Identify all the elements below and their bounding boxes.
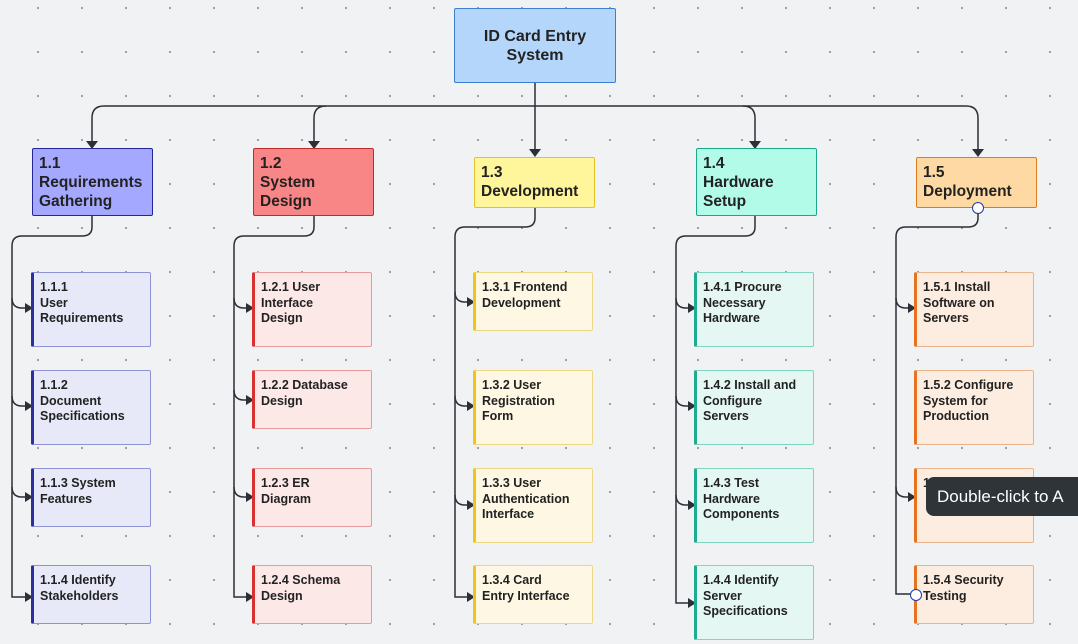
node-identify-server-specifications[interactable]: 1.4.4 Identify Server Specifications bbox=[694, 565, 814, 640]
node-frontend-development[interactable]: 1.3.1 Frontend Development bbox=[473, 272, 593, 331]
node-system-design[interactable]: 1.2 System Design bbox=[253, 148, 374, 216]
connection-handle-top[interactable] bbox=[972, 202, 984, 214]
node-user-interface-design[interactable]: 1.2.1 User Interface Design bbox=[252, 272, 372, 347]
node-identify-stakeholders[interactable]: 1.1.4 Identify Stakeholders bbox=[31, 565, 151, 624]
node-database-design[interactable]: 1.2.2 Database Design bbox=[252, 370, 372, 429]
node-system-features[interactable]: 1.1.3 System Features bbox=[31, 468, 151, 527]
node-test-hardware-components[interactable]: 1.4.3 Test Hardware Components bbox=[694, 468, 814, 543]
node-install-configure-servers[interactable]: 1.4.2 Install and Configure Servers bbox=[694, 370, 814, 445]
root-node[interactable]: ID Card Entry System bbox=[454, 8, 616, 83]
node-user-requirements[interactable]: 1.1.1 User Requirements bbox=[31, 272, 151, 347]
node-document-specifications[interactable]: 1.1.2 Document Specifications bbox=[31, 370, 151, 445]
node-schema-design[interactable]: 1.2.4 Schema Design bbox=[252, 565, 372, 624]
node-install-software-on-servers[interactable]: 1.5.1 Install Software on Servers bbox=[914, 272, 1034, 347]
node-security-testing[interactable]: 1.5.4 Security Testing bbox=[914, 565, 1034, 624]
node-procure-necessary-hardware[interactable]: 1.4.1 Procure Necessary Hardware bbox=[694, 272, 814, 347]
node-hardware-setup[interactable]: 1.4 Hardware Setup bbox=[696, 148, 817, 216]
double-click-tooltip: Double-click to A bbox=[926, 477, 1078, 516]
node-er-diagram[interactable]: 1.2.3 ER Diagram bbox=[252, 468, 372, 527]
node-requirements-gathering[interactable]: 1.1 Requirements Gathering bbox=[32, 148, 153, 216]
node-user-authentication-interface[interactable]: 1.3.3 User Authentication Interface bbox=[473, 468, 593, 543]
node-configure-system-for-production[interactable]: 1.5.2 Configure System for Production bbox=[914, 370, 1034, 445]
node-deployment[interactable]: 1.5 Deployment bbox=[916, 157, 1037, 208]
node-development[interactable]: 1.3 Development bbox=[474, 157, 595, 208]
connection-handle-bottom[interactable] bbox=[910, 589, 922, 601]
node-user-registration-form[interactable]: 1.3.2 User Registration Form bbox=[473, 370, 593, 445]
node-card-entry-interface[interactable]: 1.3.4 Card Entry Interface bbox=[473, 565, 593, 624]
